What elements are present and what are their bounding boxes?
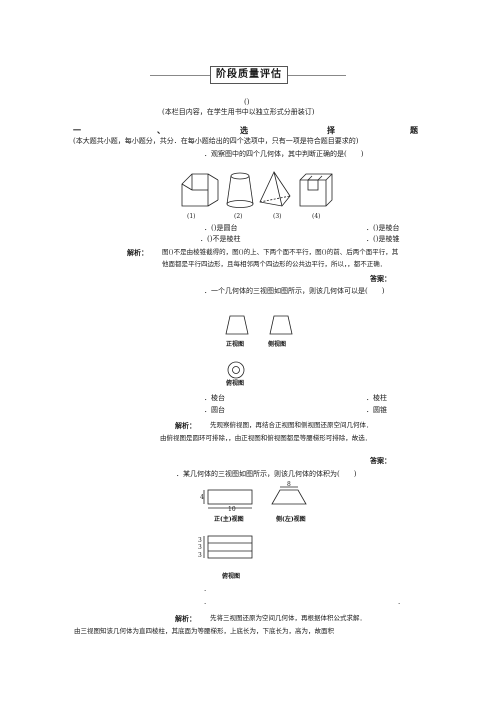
q1-figure-1 — [181, 173, 219, 207]
q1-option-a: ．()是圆台 — [204, 224, 238, 232]
q3-option-dot-2: . — [204, 598, 207, 606]
q1-answer-label: 答案： — [370, 274, 391, 283]
q1-option-d: ．()是棱锥 — [366, 235, 400, 243]
q1-figure-2 — [226, 172, 254, 208]
q2-side-view-label: 侧视图 — [268, 341, 287, 348]
q2-analysis-line-1: 先观察俯视图，再结合正视图和侧视图还原空间几何体． — [210, 421, 373, 429]
title-paren: () — [244, 98, 250, 106]
q1-option-b: ．()是棱台 — [366, 224, 400, 232]
section-char-3: 选 — [240, 125, 248, 135]
q3-front-view-shape — [207, 489, 253, 505]
q1-figure-label-2: (2) — [234, 213, 243, 220]
q1-figure-label-4: (4) — [312, 213, 321, 220]
q2-side-view-shape — [269, 315, 293, 335]
q1-figure-label-3: (3) — [273, 213, 282, 220]
q2-top-view-inner — [232, 366, 240, 374]
q2-stem: ．一个几何体的三视图如图所示，则该几何体可以是( ) — [204, 287, 385, 295]
page-subtitle: (本栏目内容，在学生用书中以独立形式分册装订) — [162, 108, 315, 116]
q1-analysis-line-2: 他面都是平行四边形，且每相邻两个四边形的公共边平行，所以，，都不正确． — [162, 260, 387, 268]
q2-option-d: ．圆锥 — [366, 406, 387, 414]
q2-answer-label: 答案： — [370, 456, 391, 465]
q2-option-a: ．棱台 — [204, 394, 225, 402]
q3-front-view-label: 正(主)视图 — [214, 516, 244, 523]
q3-three-views — [203, 486, 307, 559]
q3-side-view-label: 侧(左)视图 — [276, 516, 306, 523]
q3-analysis-label: 解析： — [175, 614, 196, 623]
q3-dim-top-a: 3 — [198, 537, 202, 544]
page-title: 阶段质量评估 — [210, 66, 288, 84]
q3-dim-front-height: 4 — [200, 494, 204, 501]
q3-top-view-label: 俯视图 — [222, 573, 241, 580]
q2-front-view-shape — [225, 315, 249, 335]
section-char-4: 择 — [327, 125, 335, 135]
q2-front-view-label: 正视图 — [226, 341, 245, 348]
q3-top-view-shape — [207, 535, 253, 559]
q1-option-c: ．()不是棱柱 — [200, 235, 241, 243]
q2-option-b: ．棱柱 — [366, 394, 387, 402]
q3-stem: ．某几何体的三视图如图所示，则该几何体的体积为( ) — [176, 470, 357, 478]
q3-side-view-shape — [271, 489, 307, 505]
q1-figure-4 — [299, 173, 333, 207]
title-rule-left — [150, 75, 210, 76]
q2-analysis-line-2: 由俯视图是圆环可排除，，由正视图和俯视图都是等腰梯形可排除，故选． — [160, 434, 372, 442]
section-char-5: 题 — [410, 125, 418, 135]
q3-dim-top-b: 3 — [198, 544, 202, 551]
q2-top-view-label: 俯视图 — [226, 380, 245, 387]
q1-figure-3 — [259, 171, 291, 207]
q1-figures — [181, 171, 333, 208]
q1-analysis-label: 解析： — [127, 248, 148, 257]
title-rule-right — [286, 75, 346, 76]
q2-top-view-outer — [227, 361, 245, 379]
q3-dim-front-width: 10 — [228, 506, 236, 513]
q2-three-views — [225, 315, 293, 379]
q2-option-c: ．圆台 — [204, 406, 225, 414]
q3-option-dot-1: . — [204, 585, 207, 593]
q3-option-dot-3: . — [398, 598, 401, 606]
q1-stem: ．观察图中的四个几何体，其中判断正确的是( ) — [204, 150, 364, 158]
q3-analysis-line-2: 由三视图知该几何体为直四棱柱，其底面为等腰梯形，上底长为，下底长为，高为，故面积 — [74, 627, 334, 635]
section-char-2: 、 — [157, 125, 165, 135]
q3-dim-top-c: 3 — [198, 552, 202, 559]
q1-analysis-line-1: 图()不是由棱锥截得的，图()的上、下两个面不平行，图()的前、后两个面平行，其 — [162, 248, 399, 256]
q3-dim-side-top: 8 — [287, 481, 291, 488]
section-char-1: 一 — [73, 125, 81, 135]
section-description: (本大题共小题，每小题分，共分．在每小题给出的四个选项中，只有一项是符合题目要求… — [73, 137, 359, 145]
q3-analysis-line-1: 先将三视图还原为空间几何体，再根据体积公式求解． — [210, 614, 366, 622]
q2-analysis-label: 解析： — [175, 421, 196, 430]
q1-figure-label-1: (1) — [187, 213, 196, 220]
